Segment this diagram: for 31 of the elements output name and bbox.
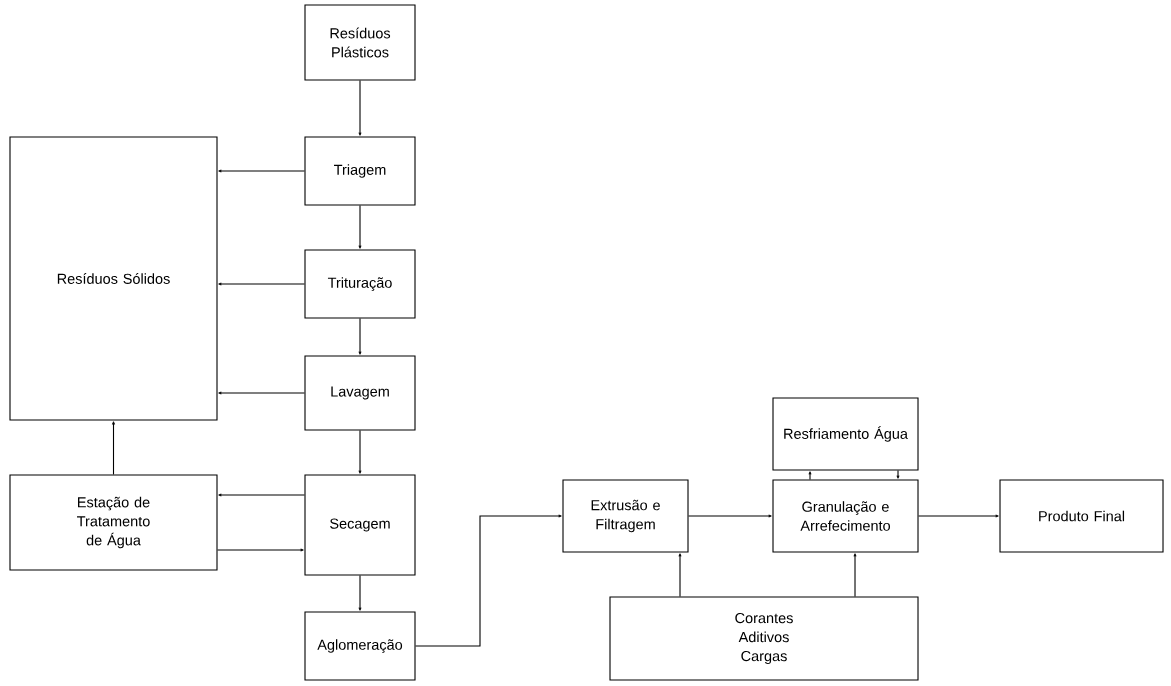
process-box: Aglomeração — [304, 611, 416, 681]
arrow — [896, 470, 900, 479]
arrow — [112, 421, 115, 475]
arrow — [918, 514, 999, 518]
process-box: Triagem — [304, 136, 416, 206]
process-box: Secagem — [304, 474, 416, 576]
arrow — [358, 318, 362, 355]
process-box: Granulação e Arrefecimento — [772, 479, 919, 553]
arrow — [853, 553, 857, 597]
process-box: Lavagem — [304, 355, 416, 431]
process-box: Resíduos Plásticos — [304, 4, 416, 81]
process-box: Resfriamento Água — [772, 397, 919, 471]
arrow — [358, 430, 362, 474]
arrow — [688, 514, 772, 518]
arrow — [218, 169, 305, 173]
arrow — [218, 493, 305, 497]
arrow — [218, 391, 305, 395]
arrow — [358, 80, 362, 136]
arrow — [358, 575, 362, 611]
process-box: Produto Final — [999, 479, 1164, 553]
input-box: Corantes Aditivos Cargas — [609, 596, 919, 681]
arrow — [808, 471, 812, 480]
process-box: Estação de Tratamento de Água — [9, 474, 218, 571]
arrow — [217, 548, 304, 552]
arrow — [218, 282, 305, 286]
collector-box: Resíduos Sólidos — [9, 136, 218, 421]
process-box: Trituração — [304, 249, 416, 319]
arrow — [415, 514, 562, 647]
arrow — [678, 553, 682, 597]
process-box: Extrusão e Filtragem — [562, 479, 689, 553]
arrow — [358, 205, 362, 249]
